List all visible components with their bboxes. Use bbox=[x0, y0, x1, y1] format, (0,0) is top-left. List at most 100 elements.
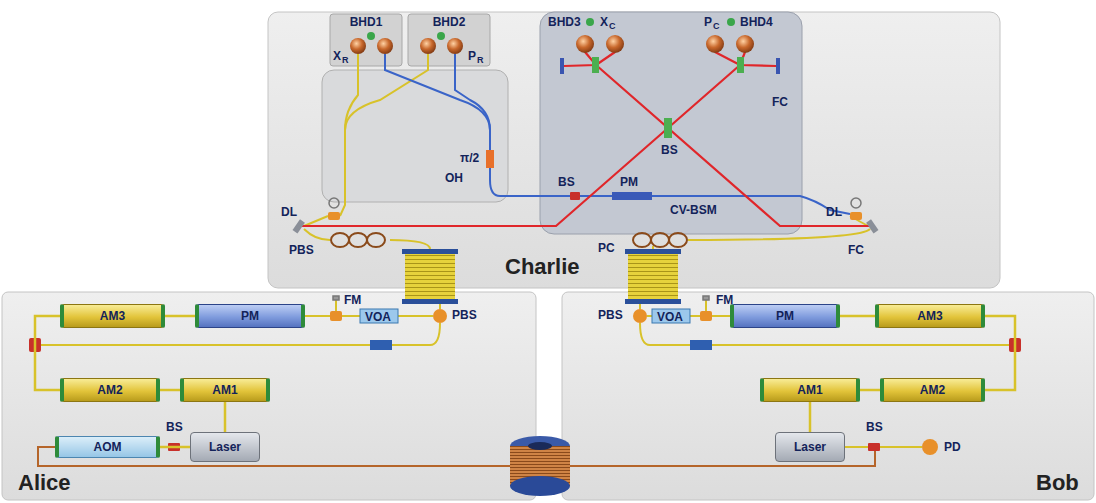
fiber-spool bbox=[402, 249, 458, 254]
station-panel: Alice AM3 PM AM2 AM1AOM Laser bbox=[2, 292, 536, 500]
fiber bbox=[688, 229, 870, 240]
component-label: AM2 bbox=[97, 384, 122, 396]
component-label: AM1 bbox=[797, 384, 822, 396]
bhd-housing bbox=[330, 14, 402, 66]
laser-box: Laser bbox=[775, 432, 845, 462]
beam-splitter bbox=[592, 57, 599, 73]
indicator-dot bbox=[586, 18, 594, 26]
delay-line bbox=[703, 296, 709, 300]
modulator-box: PM bbox=[195, 304, 305, 328]
component-label: BHD2 bbox=[433, 16, 466, 28]
detector bbox=[576, 35, 594, 53]
station-panel: BobPMAM3AM1AM2Laser bbox=[562, 292, 1094, 500]
panel-background bbox=[2, 12, 1094, 500]
fiber-spool bbox=[628, 252, 678, 300]
delay-line bbox=[329, 198, 339, 208]
bhd-housing bbox=[330, 14, 490, 66]
component-label: Laser bbox=[794, 441, 826, 453]
coupler bbox=[850, 212, 862, 220]
fiber-connector bbox=[160, 389, 180, 392]
part-label: BHD3 bbox=[548, 16, 581, 28]
long-fiber bbox=[38, 447, 875, 466]
polarization-controller bbox=[331, 233, 687, 247]
fiber-blue bbox=[385, 54, 850, 214]
component-label: OH bbox=[445, 172, 463, 184]
detector bbox=[606, 35, 624, 53]
part-label: FM bbox=[344, 294, 361, 306]
mirror bbox=[866, 219, 878, 233]
component-label: PM bbox=[241, 310, 259, 322]
subscript-label: R bbox=[477, 56, 484, 65]
fiber-blue bbox=[385, 54, 490, 130]
phase-shifter bbox=[486, 150, 494, 168]
subscript-label: C bbox=[609, 22, 616, 31]
fiber-spool bbox=[528, 442, 552, 450]
modulator-box: AM3 bbox=[875, 304, 985, 328]
detector bbox=[447, 38, 463, 54]
mirror bbox=[293, 219, 305, 233]
part-label: DL bbox=[281, 206, 297, 218]
modulator-small bbox=[360, 309, 398, 323]
part-label: FC bbox=[772, 96, 788, 108]
modulator-box: AM2 bbox=[880, 378, 985, 402]
part-label: X bbox=[600, 16, 608, 28]
delay-line bbox=[329, 198, 861, 300]
fiber bbox=[390, 240, 430, 249]
detector bbox=[706, 35, 724, 53]
component-label: PM bbox=[776, 310, 794, 322]
mirror bbox=[776, 58, 780, 74]
part-label: X bbox=[333, 50, 341, 62]
red-beam bbox=[300, 65, 740, 226]
modulator-box: AM1 bbox=[760, 378, 860, 402]
part-label: BHD4 bbox=[740, 16, 773, 28]
fiber-connector bbox=[809, 402, 812, 432]
panel-background bbox=[2, 292, 536, 500]
part-label: PD bbox=[944, 441, 961, 453]
fiber-spool bbox=[405, 252, 455, 300]
part-label: FM bbox=[716, 294, 733, 306]
bhd-housing bbox=[408, 14, 490, 66]
station-panel: CharlieBHD1BHD2OHCV-BSM bbox=[268, 12, 1000, 288]
component-label: AM3 bbox=[100, 310, 125, 322]
long-fiber bbox=[38, 447, 875, 466]
part-label: π/2 bbox=[460, 152, 479, 164]
panel-background bbox=[268, 12, 1000, 288]
part-label: DL bbox=[826, 206, 842, 218]
optical-hybrid-housing bbox=[322, 70, 508, 202]
subscript-label: R bbox=[342, 56, 349, 65]
modulator-small bbox=[612, 192, 652, 200]
station-name: Alice bbox=[18, 472, 71, 494]
component-label: Laser bbox=[209, 441, 241, 453]
cv-bsm-housing bbox=[540, 12, 802, 234]
indicator-dot bbox=[727, 18, 735, 26]
phase-shifter bbox=[486, 150, 494, 168]
polarization-controller bbox=[331, 233, 349, 247]
component-label: AM1 bbox=[212, 384, 237, 396]
modulator-box: AM2 bbox=[60, 378, 160, 402]
component-label: BHD1 bbox=[350, 16, 383, 28]
part-label: BS bbox=[866, 421, 883, 433]
hybrid-box: OH bbox=[322, 70, 508, 202]
part-label: P bbox=[468, 50, 476, 62]
component-label: CV-BSM bbox=[670, 204, 717, 216]
fiber bbox=[304, 216, 328, 226]
detector bbox=[350, 38, 366, 54]
polarization-controller bbox=[367, 233, 385, 247]
modulator-box: AOM bbox=[55, 436, 160, 458]
beam-splitter bbox=[737, 57, 744, 73]
modulator-box: AM1 bbox=[180, 378, 270, 402]
coupler bbox=[328, 212, 340, 220]
delay-line bbox=[333, 296, 339, 300]
fiber-connector bbox=[860, 389, 880, 392]
part-label: PBS bbox=[289, 244, 314, 256]
modulator-small bbox=[690, 340, 712, 350]
part-label: VOA bbox=[657, 311, 683, 323]
part-label: PBS bbox=[598, 309, 623, 321]
fiber bbox=[652, 246, 654, 249]
fiber-spool bbox=[625, 249, 681, 254]
polarization-controller bbox=[669, 233, 687, 247]
coupler bbox=[433, 309, 447, 323]
red-beam bbox=[300, 52, 872, 226]
fiber bbox=[41, 304, 440, 345]
modulator-small bbox=[360, 192, 712, 350]
